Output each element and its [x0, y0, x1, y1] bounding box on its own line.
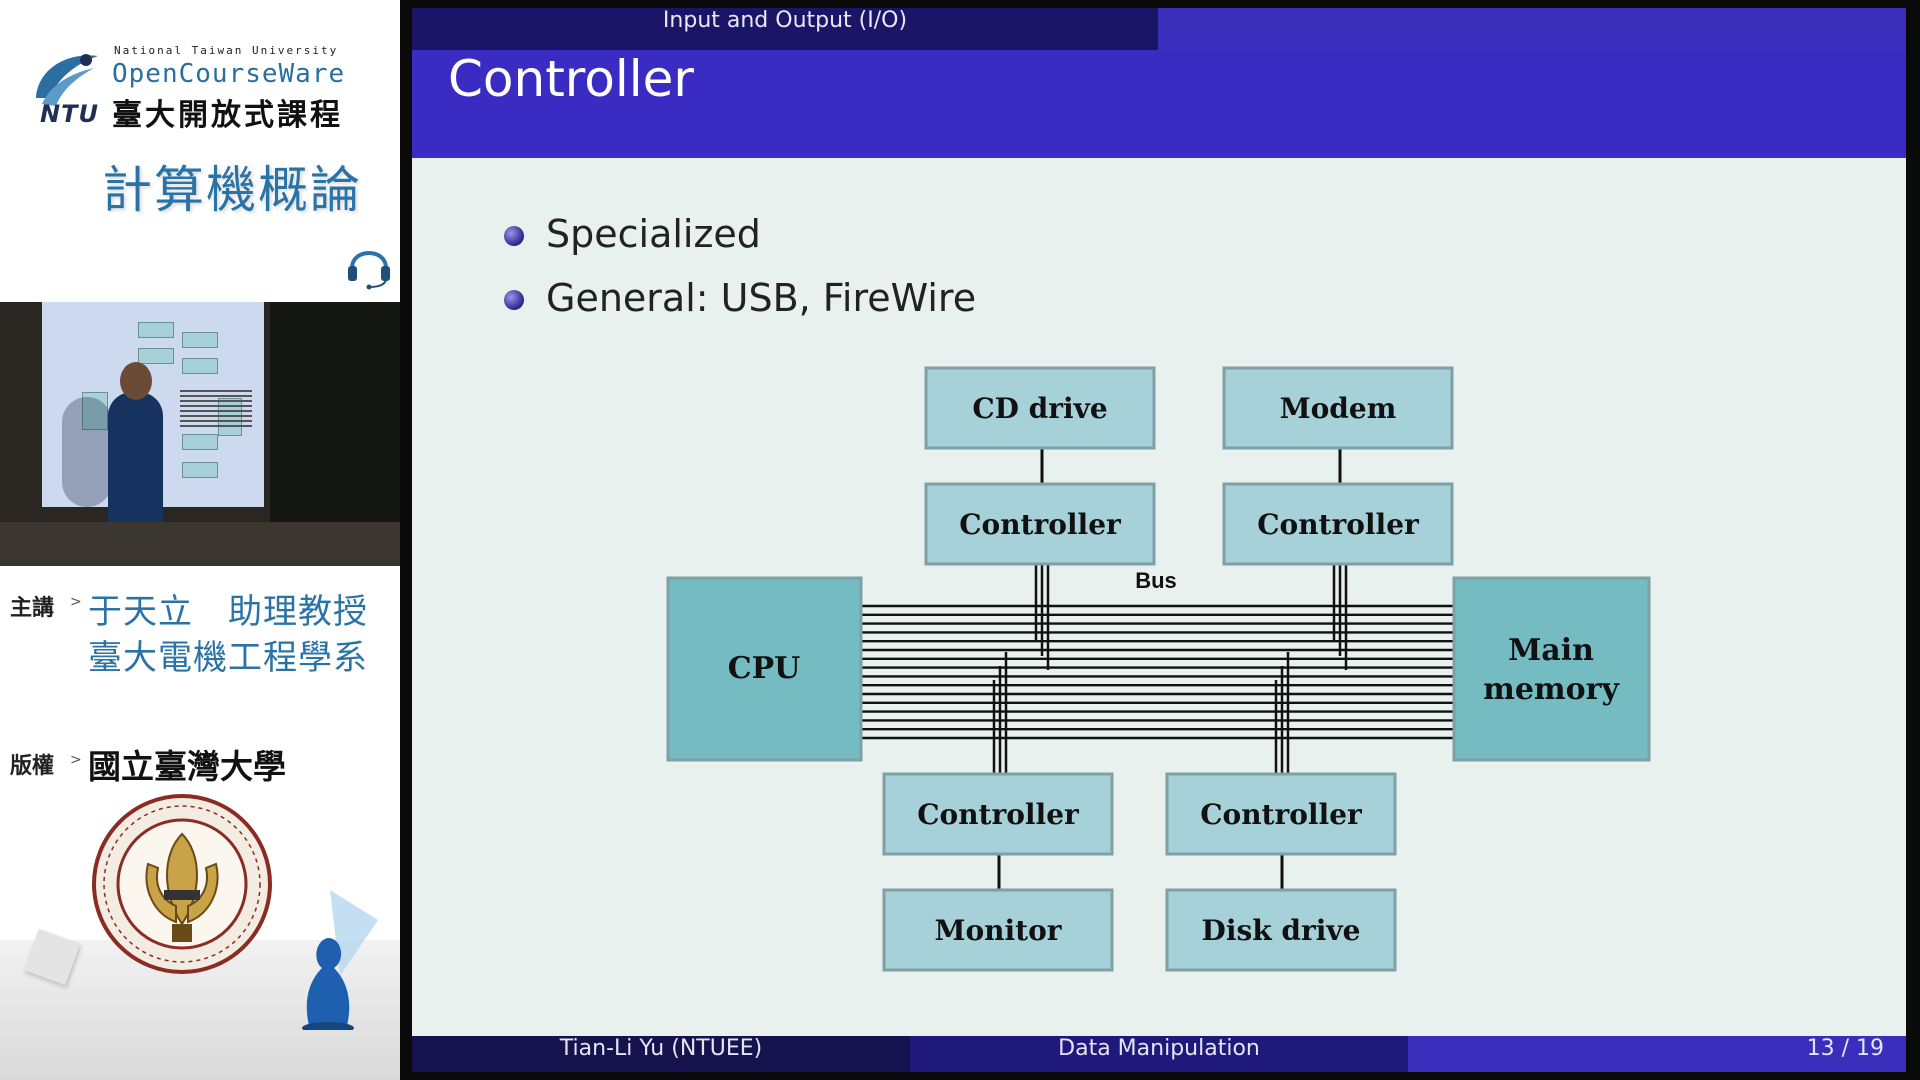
slide-footer: Tian-Li Yu (NTUEE) Data Manipulation 13 …: [412, 1036, 1906, 1072]
ntu-logo-text: NTU: [40, 100, 99, 128]
pawn-icon: [302, 890, 378, 1030]
bullet-specialized: Specialized: [546, 212, 761, 256]
main-memory-label-1: Main: [1508, 633, 1594, 668]
controller-label: Controller: [917, 798, 1080, 831]
copyright-holder: 國立臺灣大學: [88, 747, 286, 786]
bullet-icon: [504, 290, 524, 310]
footer-author: Tian-Li Yu (NTUEE): [559, 1036, 763, 1061]
modem-label: Modem: [1280, 392, 1397, 425]
controller-box-modem: [1222, 482, 1454, 566]
course-title: 計算機概論: [102, 161, 362, 219]
main-memory-box: [1452, 576, 1651, 762]
controller-label: Controller: [1200, 798, 1363, 831]
footer-page-number: 13 / 19: [1806, 1036, 1884, 1061]
lecture-video-thumbnail[interactable]: [0, 302, 400, 566]
caret-icon: >: [70, 752, 82, 768]
cpu-label: CPU: [728, 651, 801, 686]
main-memory-label-2: memory: [1483, 672, 1620, 707]
bullet-icon: [504, 226, 524, 246]
ntu-logo-icon: [36, 54, 98, 106]
ocw-name-chinese: 臺大開放式課程: [112, 98, 343, 133]
controller-label: Controller: [959, 508, 1122, 541]
lecture-desk: [0, 522, 400, 566]
ntu-seal-icon: [92, 794, 272, 974]
title-bar: [412, 50, 1906, 158]
cd-drive-box: [924, 366, 1156, 450]
university-name: National Taiwan University: [114, 44, 339, 57]
bus-label: Bus: [1135, 568, 1177, 593]
controller-diagram: CPU Main memory CD drive Modem Controlle…: [666, 366, 1651, 972]
lecturer-figure: [108, 392, 163, 542]
controller-box-monitor: [882, 772, 1114, 856]
section-title: Input and Output (I/O): [662, 8, 908, 33]
ocw-name: OpenCourseWare: [112, 59, 346, 89]
modem-box: [1222, 366, 1454, 450]
monitor-box: [882, 888, 1114, 972]
presentation-slide: Input and Output (I/O) Controller Specia…: [412, 8, 1906, 1072]
bullet-general: General: USB, FireWire: [546, 276, 977, 320]
ocw-side-panel: NTU National Taiwan University OpenCours…: [0, 0, 400, 1080]
caret-icon: >: [70, 594, 82, 610]
slide-title: Controller: [448, 50, 694, 108]
headset-icon[interactable]: [346, 240, 392, 290]
bus: [861, 604, 1454, 740]
controller-label: Controller: [1257, 508, 1420, 541]
cd-drive-label: CD drive: [972, 392, 1107, 425]
ocw-brand[interactable]: NTU National Taiwan University OpenCours…: [28, 40, 378, 133]
lecturer-department: 臺大電機工程學系: [88, 638, 368, 678]
cpu-box: [666, 576, 863, 762]
monitor-label: Monitor: [934, 914, 1062, 947]
disk-drive-box: [1165, 888, 1397, 972]
copyright-label: 版權: [10, 754, 55, 779]
disk-drive-label: Disk drive: [1202, 914, 1361, 947]
footer-topic: Data Manipulation: [1058, 1036, 1260, 1061]
controller-box-disk: [1165, 772, 1397, 856]
controller-box-cd: [924, 482, 1156, 566]
lecturer-label: 主講: [10, 596, 55, 621]
lecturer-name: 于天立 助理教授: [88, 592, 368, 632]
